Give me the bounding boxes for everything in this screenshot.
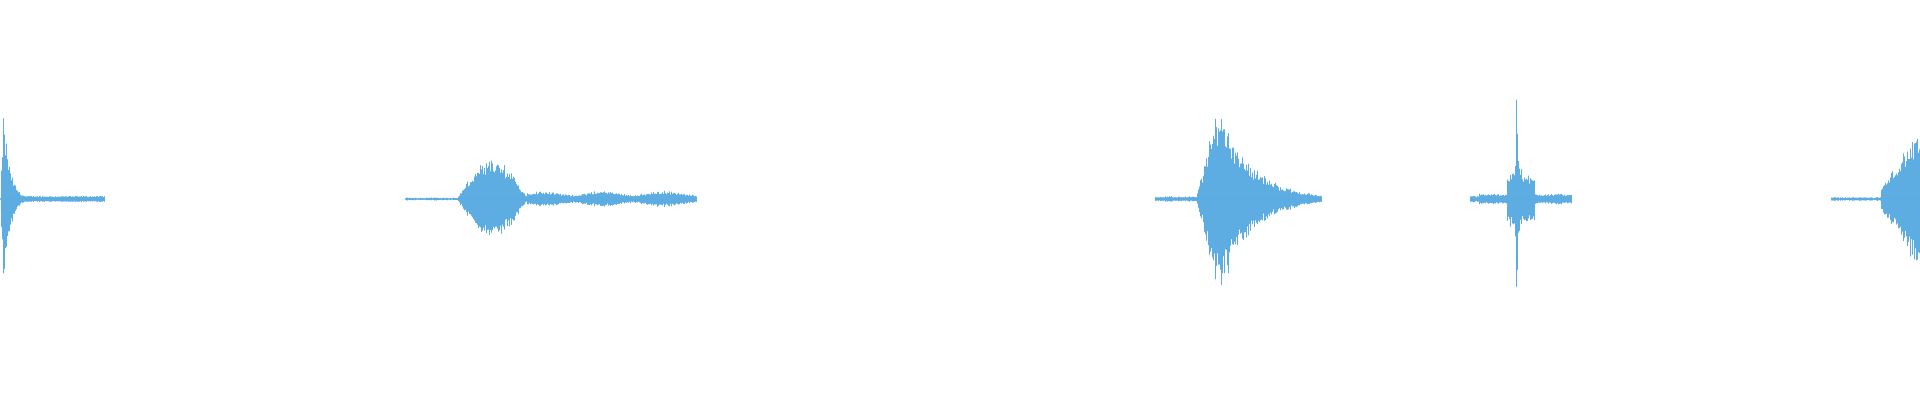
waveform-path [1831, 131, 1920, 261]
waveform-clip-4[interactable] [1470, 99, 1572, 287]
waveform-path [405, 160, 697, 235]
waveform-clips [0, 99, 1920, 287]
waveform-path [0, 118, 105, 274]
waveform-clip-3[interactable] [1155, 118, 1322, 285]
waveform-clip-2[interactable] [405, 160, 697, 235]
waveform-clip-5[interactable] [1831, 131, 1920, 261]
waveform-path [1470, 99, 1572, 287]
waveform-clip-1[interactable] [0, 118, 105, 274]
waveform-path [1155, 118, 1322, 285]
